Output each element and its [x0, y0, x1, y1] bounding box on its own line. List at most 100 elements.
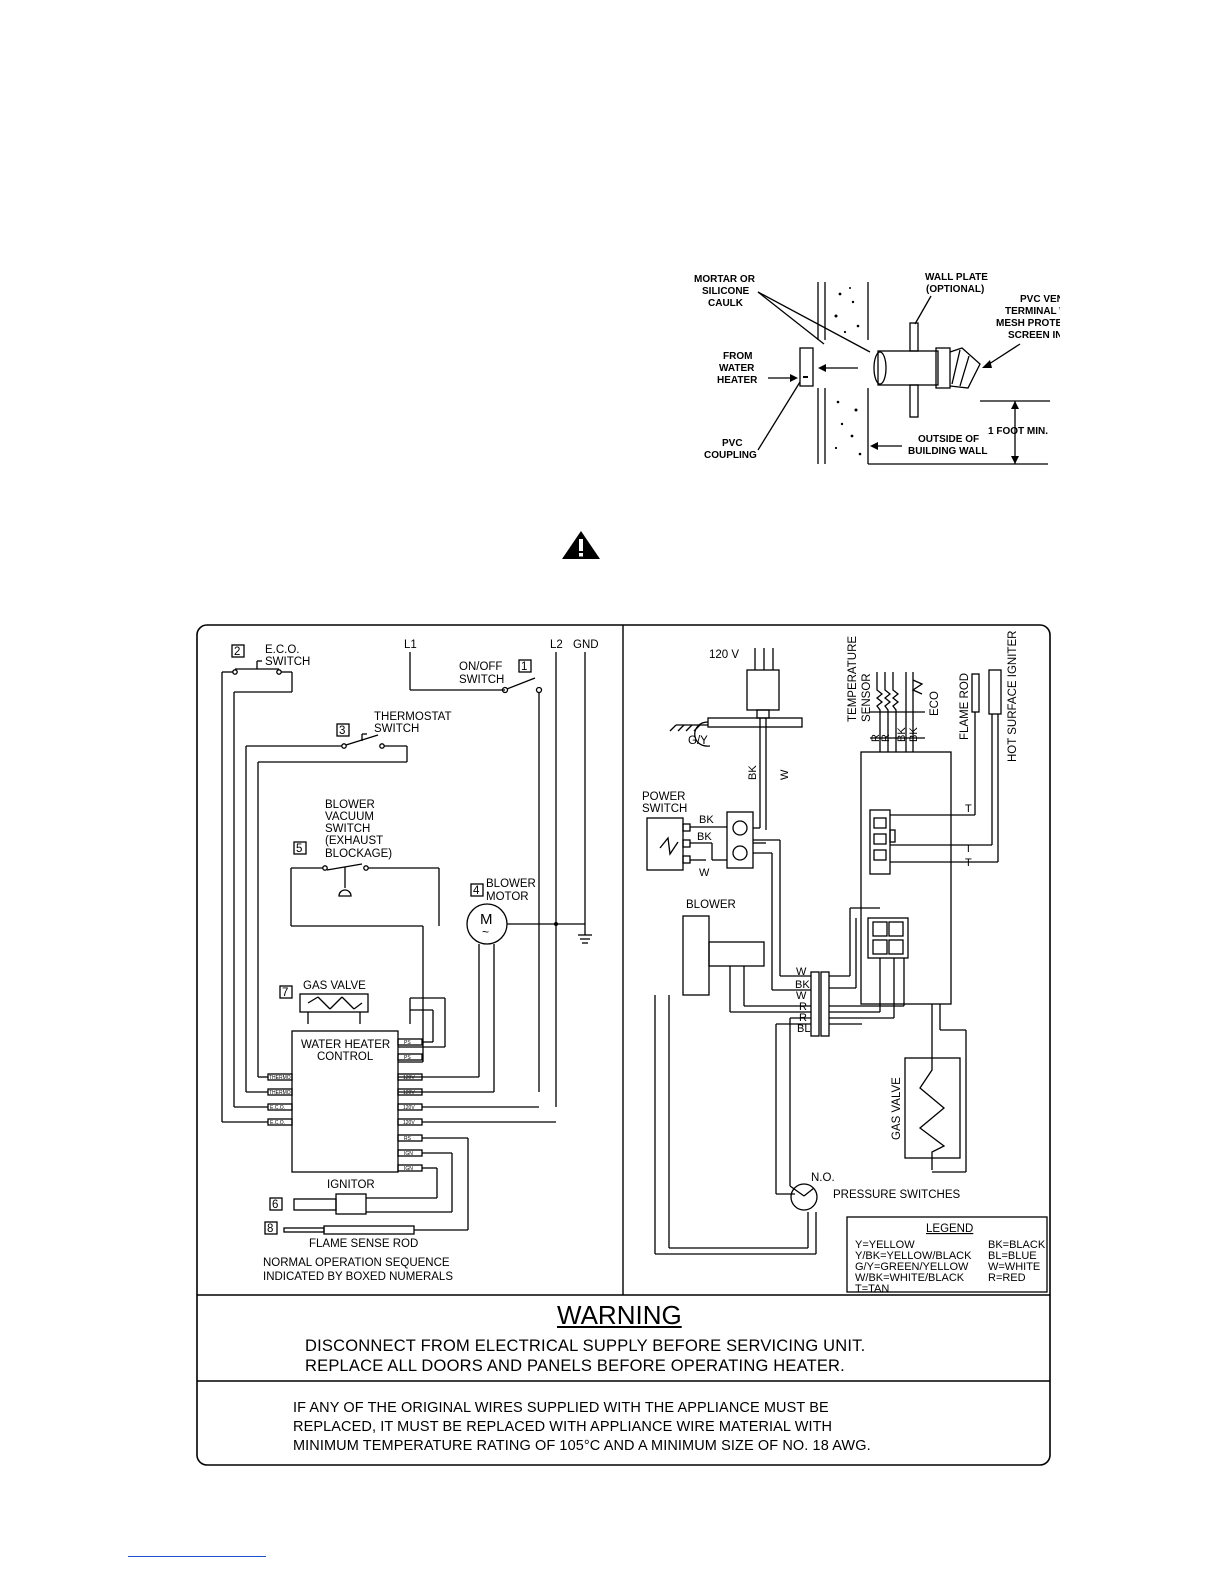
harness-w2: W [796, 990, 807, 1002]
legend-item: Y/BK=YELLOW/BLACK [855, 1250, 972, 1262]
t-label-3: T [965, 857, 972, 869]
sensor-wire-bk2: BK [908, 727, 920, 742]
motor-label-2: MOTOR [486, 891, 529, 903]
pin-120v-2: 120V [403, 1090, 415, 1096]
pin-120v-4: 120V [403, 1120, 415, 1126]
motor-num: 4 [473, 885, 480, 897]
pvc-vent-label-4: SCREEN INSIDE [1008, 330, 1060, 341]
motor-tilde: ~ [482, 925, 489, 939]
eco-label-2: SWITCH [265, 656, 310, 668]
sensor-wire-r2: R [880, 734, 892, 742]
vacuum-label-3: SWITCH [325, 823, 370, 835]
l2-label: L2 [550, 639, 563, 651]
gnd-label: GND [573, 639, 599, 651]
pin-thermo-2: THERMO [269, 1090, 291, 1096]
pin-rs: RS [404, 1136, 412, 1142]
temp-sensor-label-1: TEMPERATURE [847, 636, 859, 722]
outside-wall-label-2: BUILDING WALL [908, 446, 987, 457]
t-label-1: T [965, 803, 972, 815]
legend-item: BK=BLACK [988, 1239, 1046, 1251]
wire-note-line-3: MINIMUM TEMPERATURE RATING OF 105°C AND … [293, 1438, 871, 1454]
thermo-label-2: SWITCH [374, 723, 419, 735]
ps-wire-w: W [699, 867, 710, 879]
v120-label: 120 V [709, 649, 739, 661]
blower-label: BLOWER [686, 899, 736, 911]
ps-wire-bk2: BK [697, 831, 712, 843]
warning-line-1: DISCONNECT FROM ELECTRICAL SUPPLY BEFORE… [305, 1337, 866, 1355]
ps-wire-bk1: BK [699, 814, 714, 826]
building-wall [817, 282, 1048, 465]
sequence-note-1: NORMAL OPERATION SEQUENCE [263, 1257, 450, 1269]
pvc-vent-label-3: MESH PROTECTIVE [996, 318, 1060, 329]
cord-w: W [779, 769, 791, 780]
legend-item: T=TAN [855, 1283, 889, 1295]
onoff-label-2: SWITCH [459, 674, 504, 686]
gasvalve-num: 7 [282, 987, 288, 999]
t-label-2: T [965, 843, 972, 855]
motor-label-1: BLOWER [486, 878, 536, 890]
ladder-schematic: L1 L2 GND 1 ON/OFF SWITCH 2 E.C.O. SWITC… [221, 639, 599, 1283]
mortar-label-1: MORTAR OR [694, 274, 756, 285]
legend-item: Y=YELLOW [855, 1239, 915, 1251]
warning-triangle-icon [562, 531, 600, 559]
warning-line-2: REPLACE ALL DOORS AND PANELS BEFORE OPER… [305, 1357, 845, 1375]
pvc-coupling-label-2: COUPLING [704, 450, 757, 461]
legend-item: R=RED [988, 1272, 1026, 1284]
pin-ps-1: PS [404, 1040, 411, 1046]
from-heater-label-3: HEATER [717, 375, 758, 386]
power-switch-label-1: POWER [642, 791, 685, 803]
harness-bk: BK [795, 979, 810, 991]
ignitor-num: 6 [272, 1199, 278, 1211]
l1-label: L1 [404, 639, 417, 651]
legend-item: W/BK=WHITE/BLACK [855, 1272, 965, 1284]
pvc-coupling [799, 347, 814, 387]
vacuum-num: 5 [296, 843, 302, 855]
flame-num: 8 [267, 1223, 273, 1235]
flame-rod-label: FLAME ROD [959, 673, 971, 740]
wall-plate-label-1: WALL PLATE [925, 272, 988, 283]
control-label-2: CONTROL [317, 1051, 374, 1063]
pvc-coupling-label-1: PVC [722, 438, 743, 449]
sequence-note-2: INDICATED BY BOXED NUMERALS [263, 1271, 453, 1283]
control-left-pins: THERMO THERMO E.C.O. E.C.O. [222, 1073, 293, 1126]
legend-title: LEGEND [926, 1223, 973, 1235]
wire-note-line-1: IF ANY OF THE ORIGINAL WIRES SUPPLIED WI… [293, 1400, 829, 1416]
pin-thermo-1: THERMO [269, 1075, 291, 1081]
vacuum-label-4: (EXHAUST [325, 835, 383, 847]
cord-bk: BK [747, 765, 759, 780]
eco-sensor-label: ECO [929, 691, 941, 716]
pvc-vent-terminal [873, 322, 981, 418]
pin-ps-2: PS [404, 1055, 411, 1061]
hot-surface-label: HOT SURFACE IGNITER [1007, 631, 1019, 762]
vacuum-label-2: VACUUM [325, 811, 374, 823]
wire-note-line-2: REPLACED, IT MUST BE REPLACED WITH APPLI… [293, 1419, 833, 1435]
harness-r1: R [799, 1001, 807, 1013]
one-foot-label: 1 FOOT MIN. [988, 426, 1048, 437]
pvc-vent-label-2: TERMINAL WITH [1005, 306, 1060, 317]
onoff-label-1: ON/OFF [459, 661, 502, 673]
no-label: N.O. [811, 1172, 835, 1184]
mortar-label-3: CAULK [708, 298, 744, 309]
gas-valve-label: GAS VALVE [891, 1077, 903, 1140]
control-right-pins: PS PS 120V 120V 120V 120V RS IGN IGN [397, 1009, 556, 1230]
vent-terminal-figure: MORTAR OR SILICONE CAULK WALL PLATE (OPT… [694, 272, 1060, 465]
outside-wall-label-1: OUTSIDE OF [918, 434, 979, 445]
vacuum-label-1: BLOWER [325, 799, 375, 811]
flame-label: FLAME SENSE ROD [309, 1238, 418, 1250]
gasvalve-label: GAS VALVE [303, 980, 366, 992]
footer-link-rule [128, 1556, 266, 1557]
pin-ign-2: IGN [404, 1166, 413, 1172]
pin-ign-1: IGN [404, 1151, 413, 1157]
pvc-vent-label-1: PVC VENT [1020, 294, 1060, 305]
legend-item: BL=BLUE [988, 1250, 1037, 1262]
motor-m: M [480, 911, 493, 928]
sensor-wire-bk1: BK [896, 727, 908, 742]
power-switch-label-2: SWITCH [642, 803, 687, 815]
wall-plate-label-2: (OPTIONAL) [926, 284, 984, 295]
warning-title: WARNING [557, 1300, 682, 1330]
eco-label-1: E.C.O. [265, 644, 300, 656]
sensor-wire-r1: R [870, 734, 882, 742]
legend-item: W=WHITE [988, 1261, 1040, 1273]
gy-label: G/Y [688, 735, 708, 747]
